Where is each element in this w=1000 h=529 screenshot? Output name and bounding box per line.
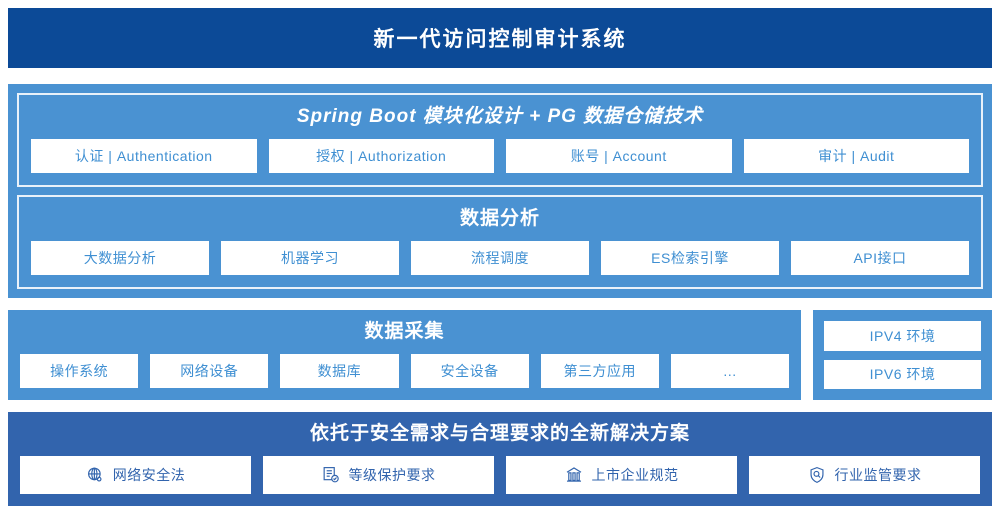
page-title-bar: 新一代访问控制审计系统 <box>8 8 992 68</box>
collection-card-third-party-app[interactable]: 第三方应用 <box>540 354 659 388</box>
compliance-card-row: 网络安全法 等级保护要求 <box>20 456 980 494</box>
compliance-card-label: 行业监管要求 <box>834 467 922 483</box>
module-card-authentication[interactable]: 认证 | Authentication <box>31 139 257 173</box>
analytics-card-process-scheduling[interactable]: 流程调度 <box>411 241 589 275</box>
collection-card-row: 操作系统 网络设备 数据库 安全设备 第三方应用 … <box>20 354 790 388</box>
compliance-card-label: 等级保护要求 <box>348 467 436 483</box>
analytics-card-api[interactable]: API接口 <box>791 241 969 275</box>
environment-card-ipv4[interactable]: IPV4 环境 <box>824 321 981 351</box>
module-card-audit[interactable]: 审计 | Audit <box>743 139 969 173</box>
module-card-account[interactable]: 账号 | Account <box>506 139 732 173</box>
shield-search-icon <box>808 466 826 484</box>
module-card-authorization[interactable]: 授权 | Authorization <box>268 139 494 173</box>
globe-icon <box>86 466 104 484</box>
analytics-card-es-search-engine[interactable]: ES检索引擎 <box>601 241 779 275</box>
page-title: 新一代访问控制审计系统 <box>373 28 627 51</box>
compliance-card-listed-enterprise[interactable]: 上市企业规范 <box>506 456 737 494</box>
analytics-panel-heading: 数据分析 <box>459 208 540 229</box>
compliance-panel: 依托于安全需求与合理要求的全新解决方案 网络安全法 <box>8 412 992 506</box>
collection-card-operating-system[interactable]: 操作系统 <box>20 354 139 388</box>
compliance-panel-heading: 依托于安全需求与合理要求的全新解决方案 <box>309 423 690 444</box>
environment-panel: IPV4 环境 IPV6 环境 <box>813 310 992 400</box>
analytics-panel: 数据分析 大数据分析 机器学习 流程调度 ES检索引擎 API接口 <box>17 195 983 289</box>
modules-panel-heading: Spring Boot 模块化设计 + PG 数据仓储技术 <box>296 106 704 127</box>
collection-card-security-device[interactable]: 安全设备 <box>410 354 529 388</box>
modules-panel: Spring Boot 模块化设计 + PG 数据仓储技术 认证 | Authe… <box>17 93 983 187</box>
collection-card-database[interactable]: 数据库 <box>280 354 399 388</box>
compliance-card-industry-supervision[interactable]: 行业监管要求 <box>749 456 980 494</box>
environment-card-ipv6[interactable]: IPV6 环境 <box>824 359 981 389</box>
analytics-card-bigdata[interactable]: 大数据分析 <box>31 241 209 275</box>
collection-card-more[interactable]: … <box>670 354 790 388</box>
compliance-card-cybersecurity-law[interactable]: 网络安全法 <box>20 456 251 494</box>
compliance-card-classified-protection[interactable]: 等级保护要求 <box>263 456 494 494</box>
collection-panel-heading: 数据采集 <box>364 321 445 342</box>
analytics-card-machine-learning[interactable]: 机器学习 <box>221 241 399 275</box>
compliance-card-label: 网络安全法 <box>112 467 186 483</box>
collection-panel: 数据采集 操作系统 网络设备 数据库 安全设备 第三方应用 … <box>8 310 801 400</box>
analytics-card-row: 大数据分析 机器学习 流程调度 ES检索引擎 API接口 <box>31 241 969 275</box>
document-check-icon <box>322 466 340 484</box>
bank-building-icon <box>565 466 583 484</box>
collection-card-network-device[interactable]: 网络设备 <box>150 354 269 388</box>
platform-band: Spring Boot 模块化设计 + PG 数据仓储技术 认证 | Authe… <box>8 84 992 298</box>
modules-card-row: 认证 | Authentication 授权 | Authorization 账… <box>31 139 969 173</box>
collection-band-wrapper: 数据采集 操作系统 网络设备 数据库 安全设备 第三方应用 … IPV4 环境 … <box>8 310 992 400</box>
compliance-card-label: 上市企业规范 <box>591 467 679 483</box>
